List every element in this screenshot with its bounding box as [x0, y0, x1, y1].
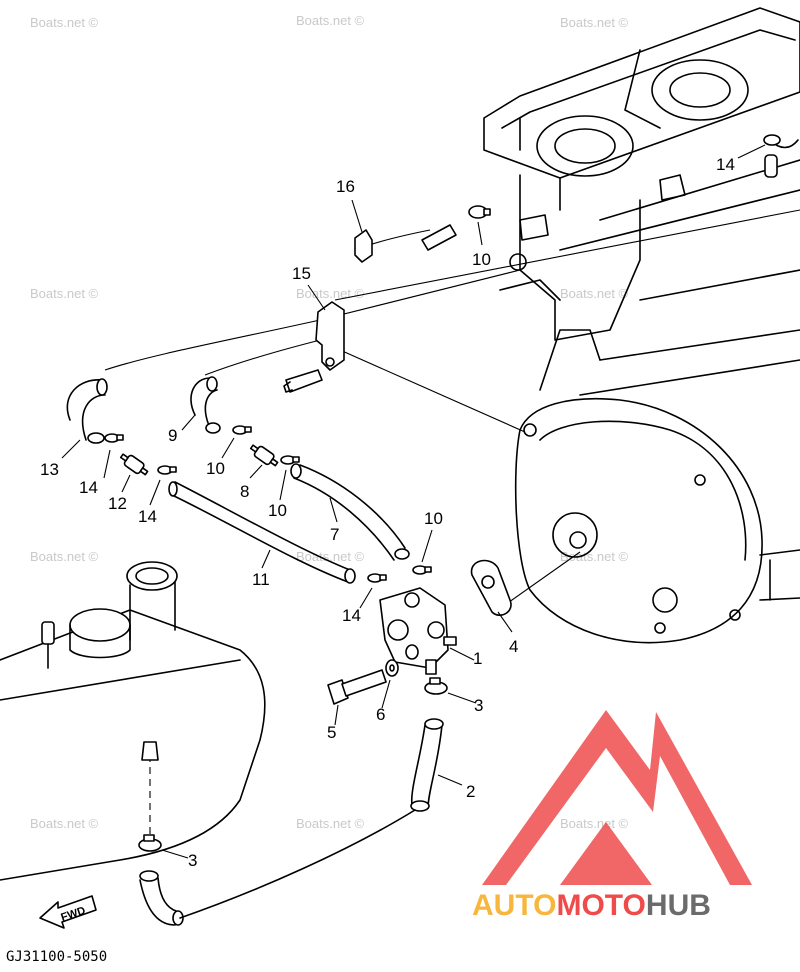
bolt-washer — [327, 644, 419, 705]
fuel-tank — [0, 561, 266, 881]
callout-14: 14 — [138, 507, 157, 526]
callout-1: 1 — [473, 649, 482, 668]
clamps — [104, 134, 781, 852]
callout-labels: 1 2 3 3 4 5 6 7 8 9 10 10 10 10 11 12 13… — [40, 155, 735, 870]
callout-10: 10 — [206, 459, 225, 478]
flywheel-cover — [514, 397, 800, 644]
watermark: Boats.net © — [30, 15, 99, 30]
watermark: Boats.net © — [560, 816, 629, 831]
callout-2: 2 — [466, 782, 475, 801]
callout-10: 10 — [472, 250, 491, 269]
watermark: Boats.net © — [296, 816, 365, 831]
fuel-filters — [119, 444, 279, 476]
callout-8: 8 — [240, 482, 249, 501]
leader-lines — [104, 209, 800, 613]
brackets — [283, 229, 373, 393]
callout-4: 4 — [509, 637, 518, 656]
callout-10: 10 — [424, 509, 443, 528]
callout-7: 7 — [330, 525, 339, 544]
watermark: Boats.net © — [296, 13, 365, 28]
hoses — [66, 224, 457, 926]
callout-13: 13 — [40, 460, 59, 479]
watermark: Boats.net © — [560, 549, 629, 564]
fwd-arrow: FWD — [39, 895, 97, 929]
watermark: Boats.net © — [560, 286, 629, 301]
callout-10: 10 — [268, 501, 287, 520]
automotohub-logo: AUTOMOTOHUB — [472, 710, 752, 922]
logo-hub: HUB — [646, 889, 711, 922]
callout-12: 12 — [108, 494, 127, 513]
watermark: Boats.net © — [30, 816, 99, 831]
fuel-cock — [379, 587, 457, 675]
callout-16: 16 — [336, 177, 355, 196]
gasket — [470, 559, 512, 616]
callout-14: 14 — [79, 478, 98, 497]
watermark: Boats.net © — [560, 15, 629, 30]
logo-auto: AUTO — [472, 889, 556, 922]
watermarks: Boats.net © Boats.net © Boats.net © Boat… — [30, 13, 629, 831]
watermark: Boats.net © — [30, 549, 99, 564]
engine-block — [483, 7, 800, 396]
watermark: Boats.net © — [30, 286, 99, 301]
watermark: Boats.net © — [296, 286, 365, 301]
callout-3: 3 — [474, 696, 483, 715]
logo-moto: MOTO — [556, 889, 645, 922]
callout-9: 9 — [168, 426, 177, 445]
callout-11: 11 — [252, 570, 270, 589]
callout-6: 6 — [376, 705, 385, 724]
callout-3: 3 — [188, 851, 197, 870]
callout-leaders — [61, 144, 766, 859]
callout-14: 14 — [342, 606, 361, 625]
diagram-code: GJ31100-5050 — [6, 949, 107, 965]
callout-15: 15 — [292, 264, 311, 283]
callout-14: 14 — [716, 155, 735, 174]
svg-text:AUTOMOTOHUB: AUTOMOTOHUB — [472, 889, 711, 922]
callout-5: 5 — [327, 723, 336, 742]
